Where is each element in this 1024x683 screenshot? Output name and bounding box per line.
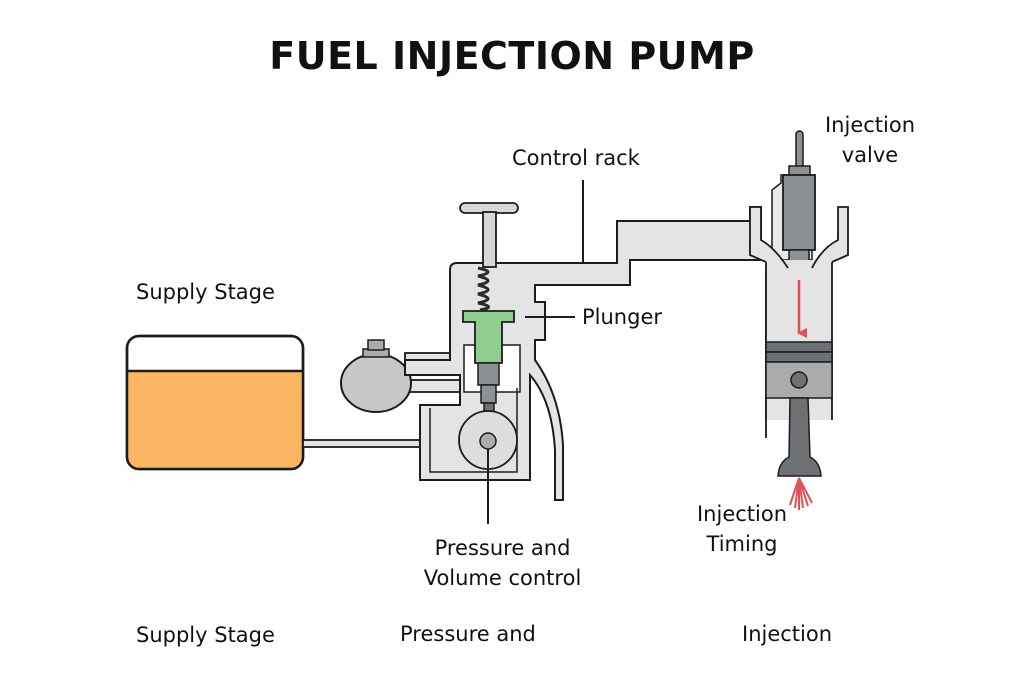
plunger-handle [459, 202, 519, 268]
label-injection-timing-line2: Timing [706, 532, 778, 556]
cam [458, 410, 518, 470]
label-control-rack: Control rack [512, 146, 640, 170]
spring [477, 266, 490, 312]
label-pressure-volume-line2: Volume control [423, 566, 582, 590]
label-pressure-volume-line1: Pressure and [434, 536, 571, 560]
fuel-level [128, 371, 302, 468]
label-injection-valve: Injection valve [808, 110, 932, 170]
injection-valve [771, 130, 816, 276]
label-pressure-volume-control: Pressure and Volume control [400, 533, 605, 593]
label-injection-timing: Injection Timing [680, 499, 804, 559]
footer-pressure-and: Pressure and [400, 622, 536, 646]
fuel-tank [125, 334, 305, 471]
label-supply-stage: Supply Stage [136, 280, 275, 304]
label-injection-valve-line2: valve [841, 143, 899, 167]
diagram-title: FUEL INJECTION PUMP [269, 34, 755, 78]
piston [765, 341, 833, 399]
label-plunger: Plunger [582, 305, 663, 329]
footer-supply-stage: Supply Stage [136, 623, 275, 647]
fuel-spray [789, 477, 813, 510]
label-injection-timing-line1: Injection [696, 502, 788, 526]
label-injection-valve-line1: Injection [824, 113, 916, 137]
connecting-rod [777, 397, 822, 477]
footer-injection: Injection [742, 622, 833, 646]
supply-line [302, 439, 426, 448]
